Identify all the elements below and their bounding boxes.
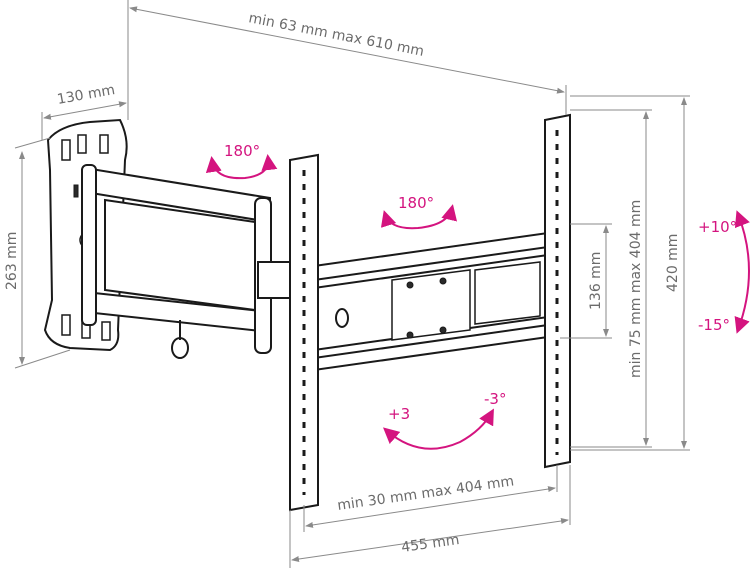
level-minus-label: -3° bbox=[484, 390, 506, 408]
dimension-lines bbox=[14, 0, 690, 568]
vesa-vertical-small-label: 136 mm bbox=[588, 252, 604, 310]
head-swivel-label: 180° bbox=[398, 194, 434, 212]
level-plus-label: +3 bbox=[388, 405, 410, 423]
vesa-vertical-label: min 75 mm max 404 mm bbox=[628, 200, 644, 378]
bracket-height-label: 420 mm bbox=[665, 234, 681, 292]
right-vertical-rail bbox=[544, 113, 571, 469]
rotation-arrows bbox=[205, 154, 750, 450]
tilt-down-label: -15° bbox=[698, 316, 730, 334]
wall-plate-height-label: 263 mm bbox=[4, 232, 20, 290]
arm-swivel-label: 180° bbox=[224, 142, 260, 160]
cross-bar bbox=[299, 230, 556, 374]
swing-arm bbox=[81, 164, 299, 359]
left-vertical-rail bbox=[289, 153, 319, 512]
bracket-width-label: 455 mm bbox=[400, 532, 460, 556]
tilt-up-label: +10° bbox=[698, 218, 737, 236]
wall-plate-width-label: 130 mm bbox=[56, 82, 116, 108]
arm-extension-label: min 63 mm max 610 mm bbox=[247, 10, 425, 60]
